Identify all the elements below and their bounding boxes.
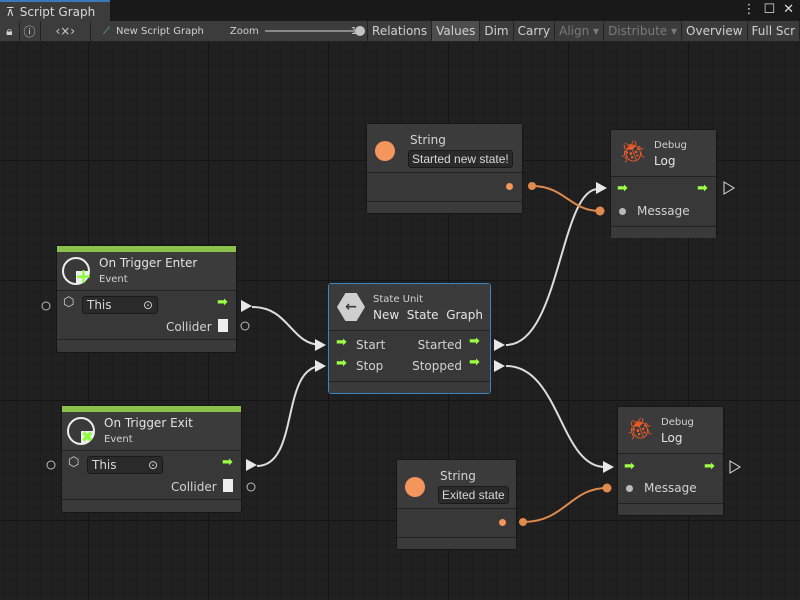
node-title: String (410, 133, 446, 147)
toolbar: 🔒︎ ⓘ ‹×› ⟋ New Script Graph Zoom 1x Rela… (0, 21, 800, 42)
align-dropdown[interactable]: Align ▾ (555, 21, 605, 41)
object-port-icon (218, 319, 228, 332)
edge-stopped-log2 (505, 365, 606, 468)
string-value-field[interactable]: Started new state! (408, 150, 513, 168)
trigger-exit-icon (67, 417, 95, 445)
edge-string2-message (522, 487, 608, 523)
x-icon: ✖ (81, 428, 94, 446)
flow-out-icon: ➡ (222, 455, 233, 470)
port-stopped: Stopped (412, 359, 462, 373)
bug-icon: 🐞︎ (619, 140, 647, 165)
node-subtitle: Debug (661, 417, 694, 428)
cube-icon: ⬡ (63, 295, 75, 310)
node-title: Log (661, 431, 683, 445)
string-icon (405, 477, 425, 497)
info-icon[interactable]: ⓘ (20, 21, 41, 41)
port-stop: Stop (356, 359, 384, 373)
edge-enter-start (251, 306, 323, 346)
node-string-started[interactable]: String Started new state! (366, 123, 523, 214)
bug-icon: 🐞︎ (626, 417, 654, 442)
dim-button[interactable]: Dim (480, 21, 514, 41)
node-title: New State Graph (373, 308, 484, 322)
edge-exit-stop (256, 365, 323, 467)
message-port-icon (626, 485, 633, 492)
maximize-icon[interactable]: ☐ (763, 2, 776, 17)
fullscreen-button[interactable]: Full Scr (748, 21, 800, 41)
values-button[interactable]: Values (432, 21, 481, 41)
node-subtitle: Debug (654, 140, 687, 151)
port-label: Collider (171, 480, 217, 494)
overview-button[interactable]: Overview (682, 21, 748, 41)
target-field[interactable]: This⊙ (82, 296, 158, 314)
port-started: Started (417, 338, 462, 352)
edge-started-log1 (505, 188, 599, 346)
port-message: Message (637, 204, 690, 218)
node-debug-log-1[interactable]: 🐞︎ Debug Log ➡ ➡ Message (610, 129, 717, 238)
cube-icon: ⬡ (68, 455, 80, 470)
graph-icon: ⟋ (103, 25, 111, 37)
trigger-enter-icon (62, 257, 90, 285)
flow-out-icon: ➡ (697, 181, 708, 196)
flow-out-icon: ➡ (217, 295, 228, 310)
node-subtitle: State Unit (373, 294, 424, 305)
hierarchy-icon: ⊼ (6, 4, 15, 19)
flow-in-icon: ➡ (624, 459, 635, 474)
target-picker-icon: ⊙ (142, 298, 153, 312)
close-icon[interactable]: ✕ (783, 2, 794, 17)
distribute-dropdown[interactable]: Distribute ▾ (604, 21, 683, 41)
plus-icon: + (75, 264, 92, 288)
port-label: Collider (166, 320, 212, 334)
string-value-field[interactable]: Exited state (438, 486, 509, 504)
target-picker-icon: ⊙ (147, 458, 158, 472)
node-debug-log-2[interactable]: 🐞︎ Debug Log ➡ ➡ Message (617, 406, 724, 516)
carry-button[interactable]: Carry (514, 21, 556, 41)
node-on-trigger-exit[interactable]: ✖ On Trigger Exit Event ⬡ This⊙ ➡ Collid… (61, 405, 242, 513)
graph-breadcrumb: ⟋ New Script Graph Zoom 1x (91, 21, 369, 41)
node-on-trigger-enter[interactable]: + On Trigger Enter Event ⬡ This⊙ ➡ Colli… (56, 245, 237, 353)
node-subtitle: Event (104, 434, 133, 445)
flow-out-icon: ➡ (469, 334, 480, 349)
variables-icon[interactable]: ‹×› (41, 21, 92, 41)
object-port-icon (223, 479, 233, 492)
target-field[interactable]: This⊙ (87, 456, 163, 474)
flow-out-icon: ➡ (469, 355, 480, 370)
tab-script-graph[interactable]: ⊼Script Graph (0, 0, 110, 21)
node-subtitle: Event (99, 274, 128, 285)
string-icon (375, 141, 395, 161)
string-output-port[interactable] (506, 183, 513, 190)
port-message: Message (644, 481, 697, 495)
zoom-slider[interactable] (264, 26, 365, 36)
tab-bar: ⊼Script Graph ⋮ ☐ ✕ (0, 0, 800, 21)
flow-in-icon: ➡ (336, 335, 347, 350)
port-start: Start (356, 338, 386, 352)
flow-in-icon: ➡ (617, 181, 628, 196)
zoom-label: Zoom (229, 25, 259, 37)
flow-out-icon: ➡ (704, 459, 715, 474)
message-port-icon (619, 208, 626, 215)
node-title: On Trigger Exit (104, 416, 193, 430)
string-output-port[interactable] (499, 519, 506, 526)
edge-string1-message (531, 185, 601, 212)
lock-icon[interactable]: 🔒︎ (0, 21, 20, 41)
flow-in-icon: ➡ (336, 356, 347, 371)
state-unit-icon: ← (337, 293, 365, 321)
node-title: On Trigger Enter (99, 256, 198, 270)
more-icon[interactable]: ⋮ (742, 2, 756, 17)
graph-name[interactable]: New Script Graph (116, 25, 204, 37)
relations-button[interactable]: Relations (368, 21, 433, 41)
node-title: Log (654, 154, 676, 168)
node-string-exited[interactable]: String Exited state (396, 459, 517, 550)
node-state-unit[interactable]: ← State Unit New State Graph ➡ Start Sta… (328, 283, 491, 394)
node-title: String (440, 469, 476, 483)
